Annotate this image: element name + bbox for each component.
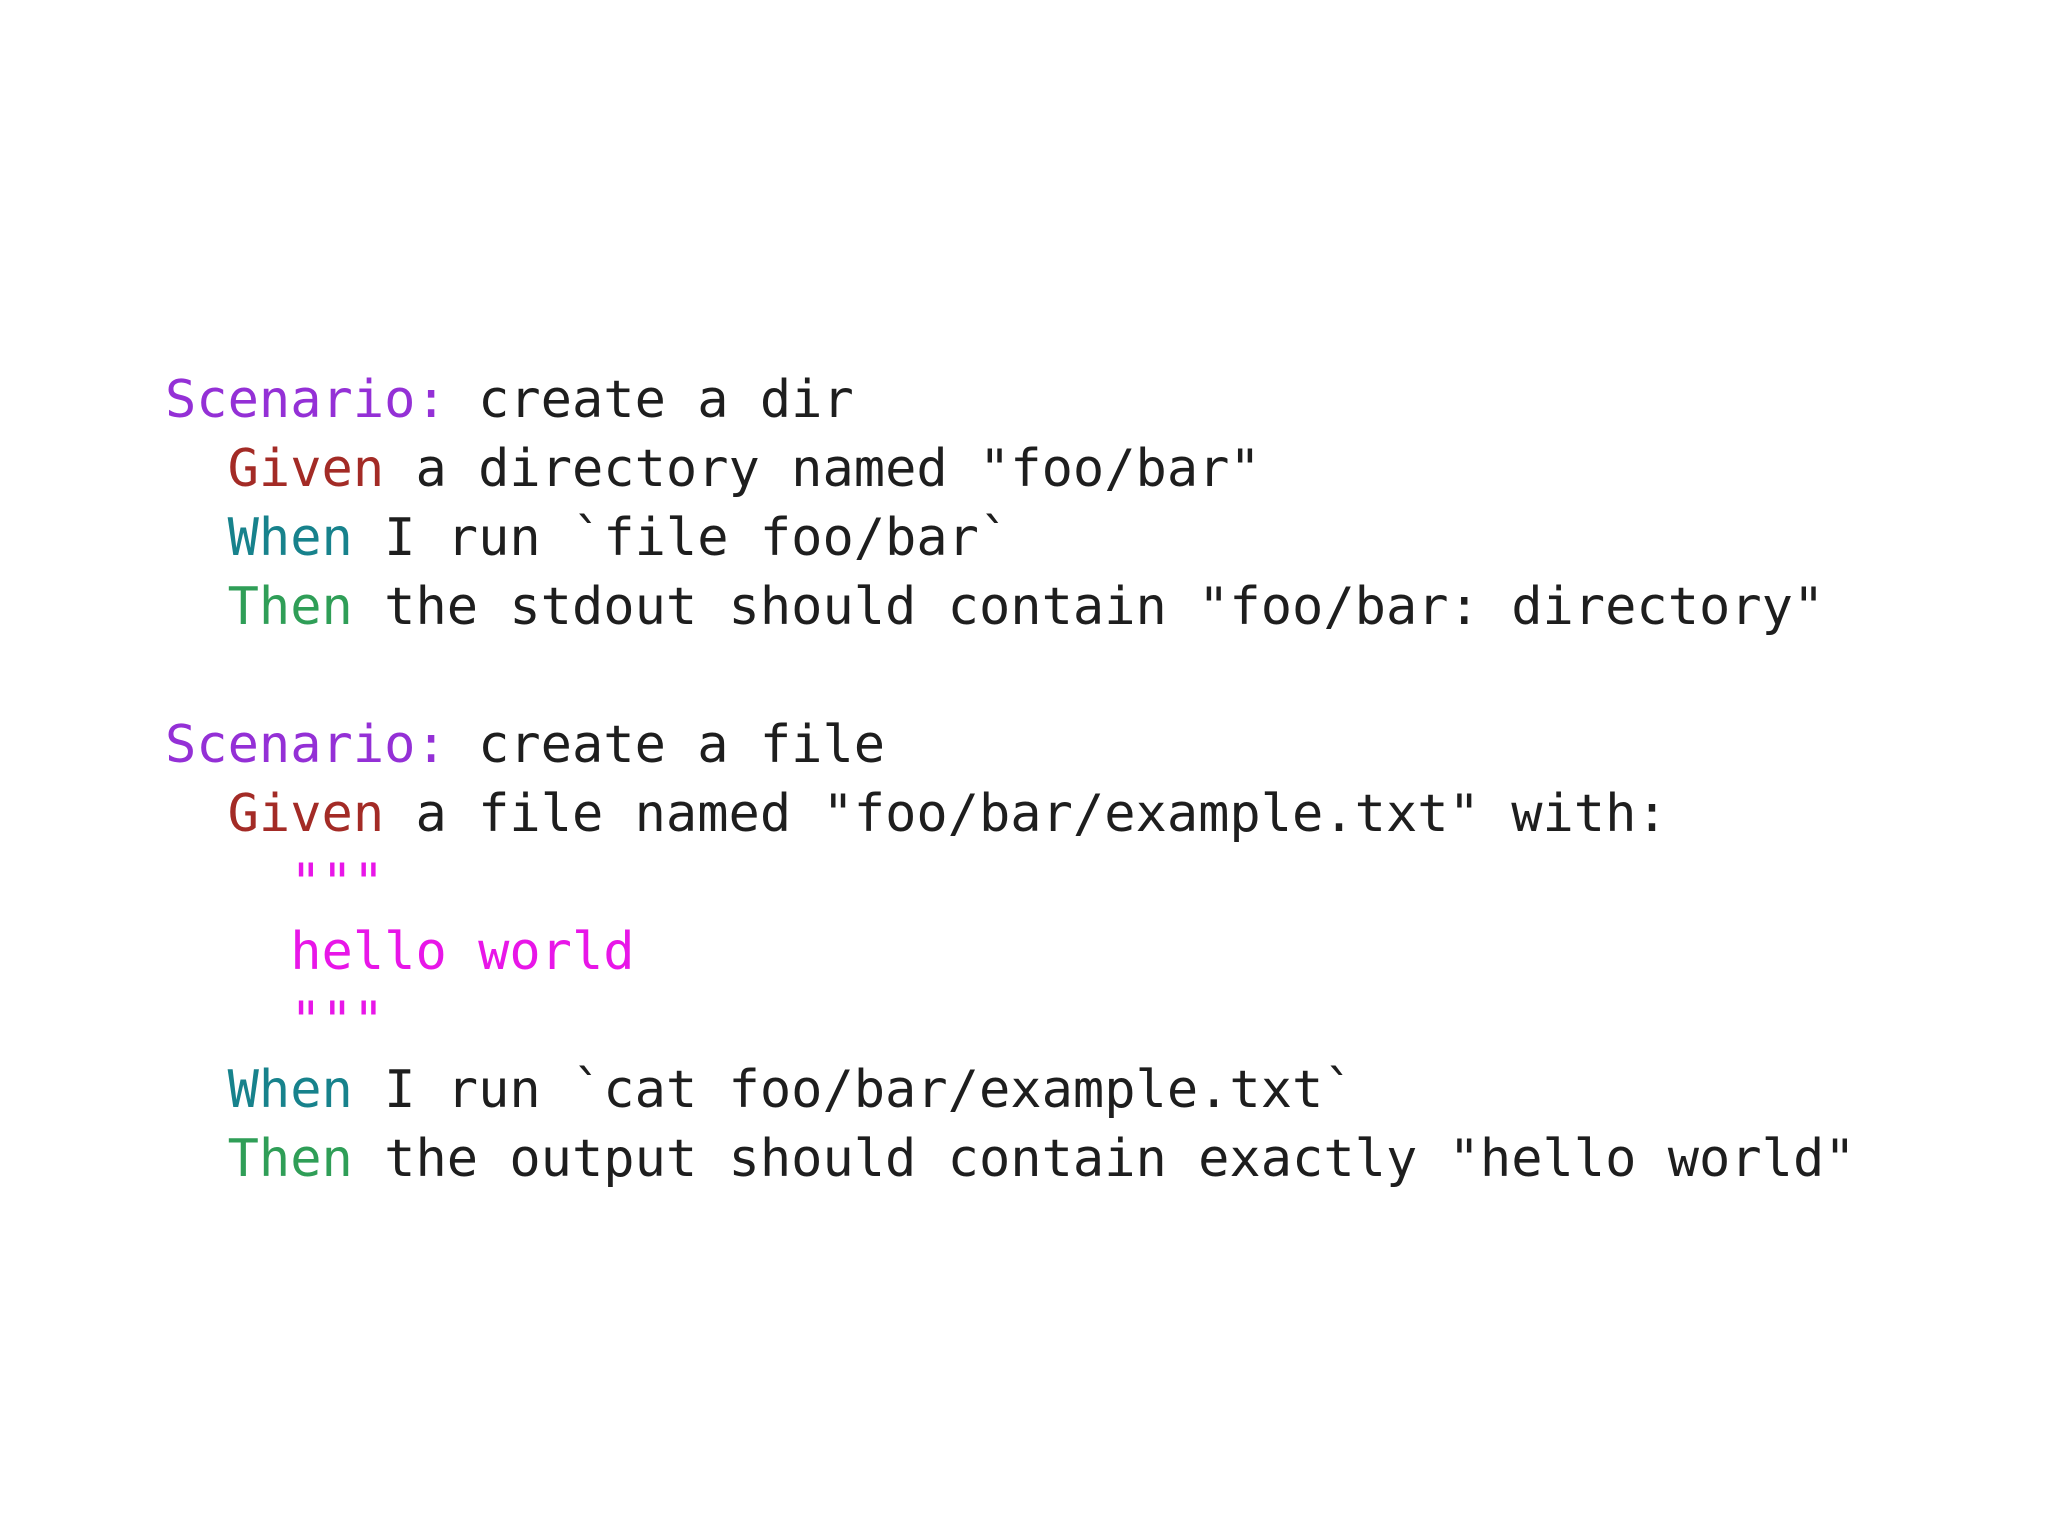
then-keyword: Then [165,577,353,637]
step-text: a file named "foo/bar/example.txt" with: [384,784,1668,844]
step-text: I run `file foo/bar` [352,508,1011,568]
step-text: a directory named "foo/bar" [384,439,1261,499]
code-line: Given a directory named "foo/bar" [165,435,1856,504]
scenario-title: create a dir [446,370,854,430]
code-line: When I run `file foo/bar` [165,504,1856,573]
given-keyword: Given [165,439,385,499]
docstring-delimiter: """ [165,849,1856,918]
blank-line [165,642,1856,711]
step-text: the stdout should contain "foo/bar: dire… [352,577,1825,637]
when-keyword: When [165,508,353,568]
step-text: I run `cat foo/bar/example.txt` [352,1060,1355,1120]
when-keyword: When [165,1060,353,1120]
then-keyword: Then [165,1129,353,1189]
code-line: Then the stdout should contain "foo/bar:… [165,573,1856,642]
scenario-title: create a file [446,715,886,775]
docstring-delimiter: """ [165,987,1856,1056]
docstring-text: hello world [165,922,635,982]
code-line: When I run `cat foo/bar/example.txt` [165,1056,1856,1125]
gherkin-code-block: Scenario: create a dir Given a directory… [165,366,1856,1194]
code-line: Given a file named "foo/bar/example.txt"… [165,780,1856,849]
docstring-quotes: """ [165,853,385,913]
code-line: Then the output should contain exactly "… [165,1125,1856,1194]
scenario-keyword: Scenario: [165,370,447,430]
step-text: the output should contain exactly "hello… [352,1129,1856,1189]
docstring-content: hello world [165,918,1856,987]
docstring-quotes: """ [165,991,385,1051]
code-line: Scenario: create a file [165,711,1856,780]
scenario-keyword: Scenario: [165,715,447,775]
code-line: Scenario: create a dir [165,366,1856,435]
given-keyword: Given [165,784,385,844]
